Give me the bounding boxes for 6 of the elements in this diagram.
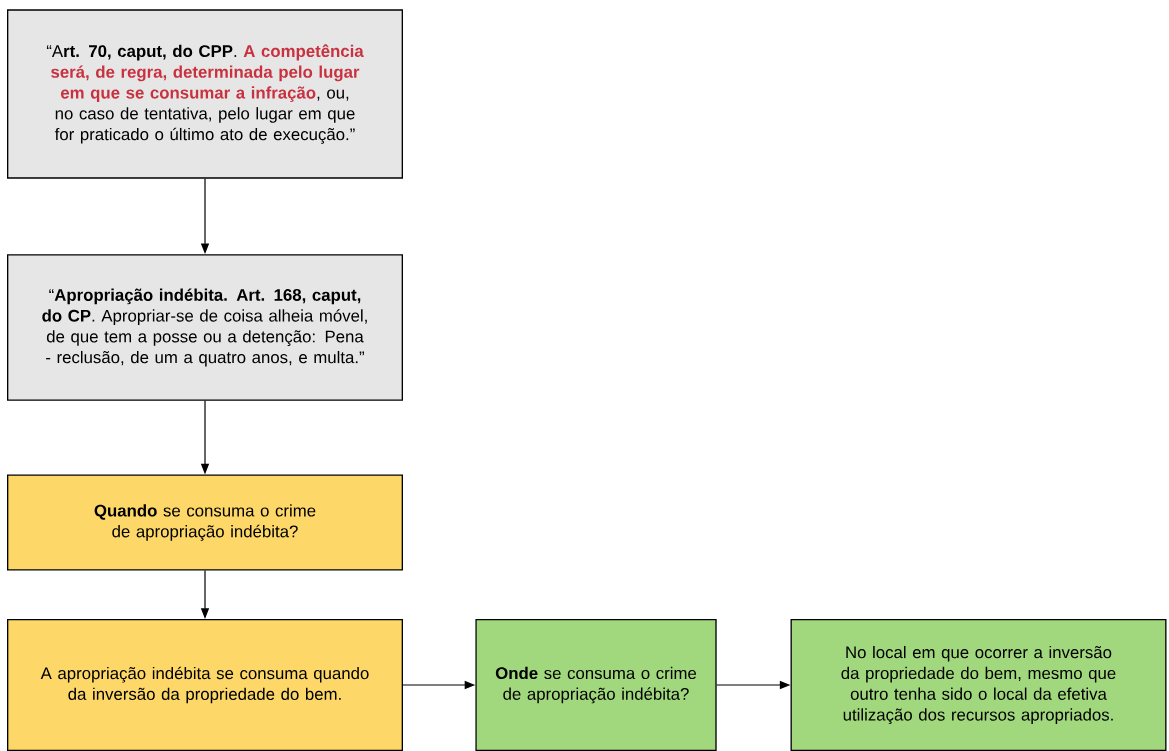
- flow-box: Quando se consuma o crime de apropriação indébita?: [7, 474, 403, 571]
- flow-box: Onde se consuma o crime de apropriação indébita?: [475, 619, 717, 751]
- flow-box: “Art. 70, caput, do CPP. A competência será, de regra, determinada pelo lugar em que se consumar a infração, ou, no caso de tentativa, pelo lugar em que for praticado o último ato de execução.”: [7, 9, 403, 179]
- flow-box: A apropriação indébita se consuma quando da inversão da propriedade do bem.: [7, 619, 403, 751]
- flow-box: No local em que ocorrer a inversão da propriedade do bem, mesmo que outro tenha sido o local da efetiva utilização dos recursos apropriados.: [790, 619, 1167, 751]
- flow-box: “Apropriação indébita. Art. 168, caput, do CP. Apropriar-se de coisa alheia móvel, de que tem a posse ou a detenção: Pena - reclusão, de um a quatro anos, e multa.”: [7, 254, 403, 401]
